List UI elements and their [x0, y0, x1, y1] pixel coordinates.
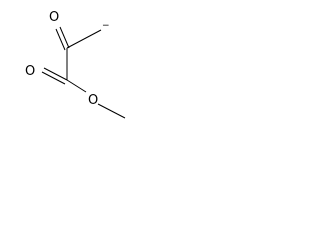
carbanion-charge-label: − — [102, 21, 110, 31]
ketone-double-bond-1 — [55, 28, 66, 51]
chemical-structure: O − O O — [25, 10, 126, 119]
ester-double-bond-1 — [43, 67, 68, 81]
ester-ether-oxygen-label: O — [88, 93, 98, 108]
bond-oxygen-to-methyl — [97, 103, 126, 119]
ester-carbonyl-oxygen-label: O — [25, 64, 35, 79]
bond-to-methylene — [66, 29, 102, 49]
bond-ester-carbon-to-oxygen — [66, 79, 87, 93]
ester-double-bond-2 — [41, 71, 66, 85]
ketone-oxygen-label: O — [49, 10, 59, 25]
ketone-double-bond-2 — [59, 26, 70, 49]
